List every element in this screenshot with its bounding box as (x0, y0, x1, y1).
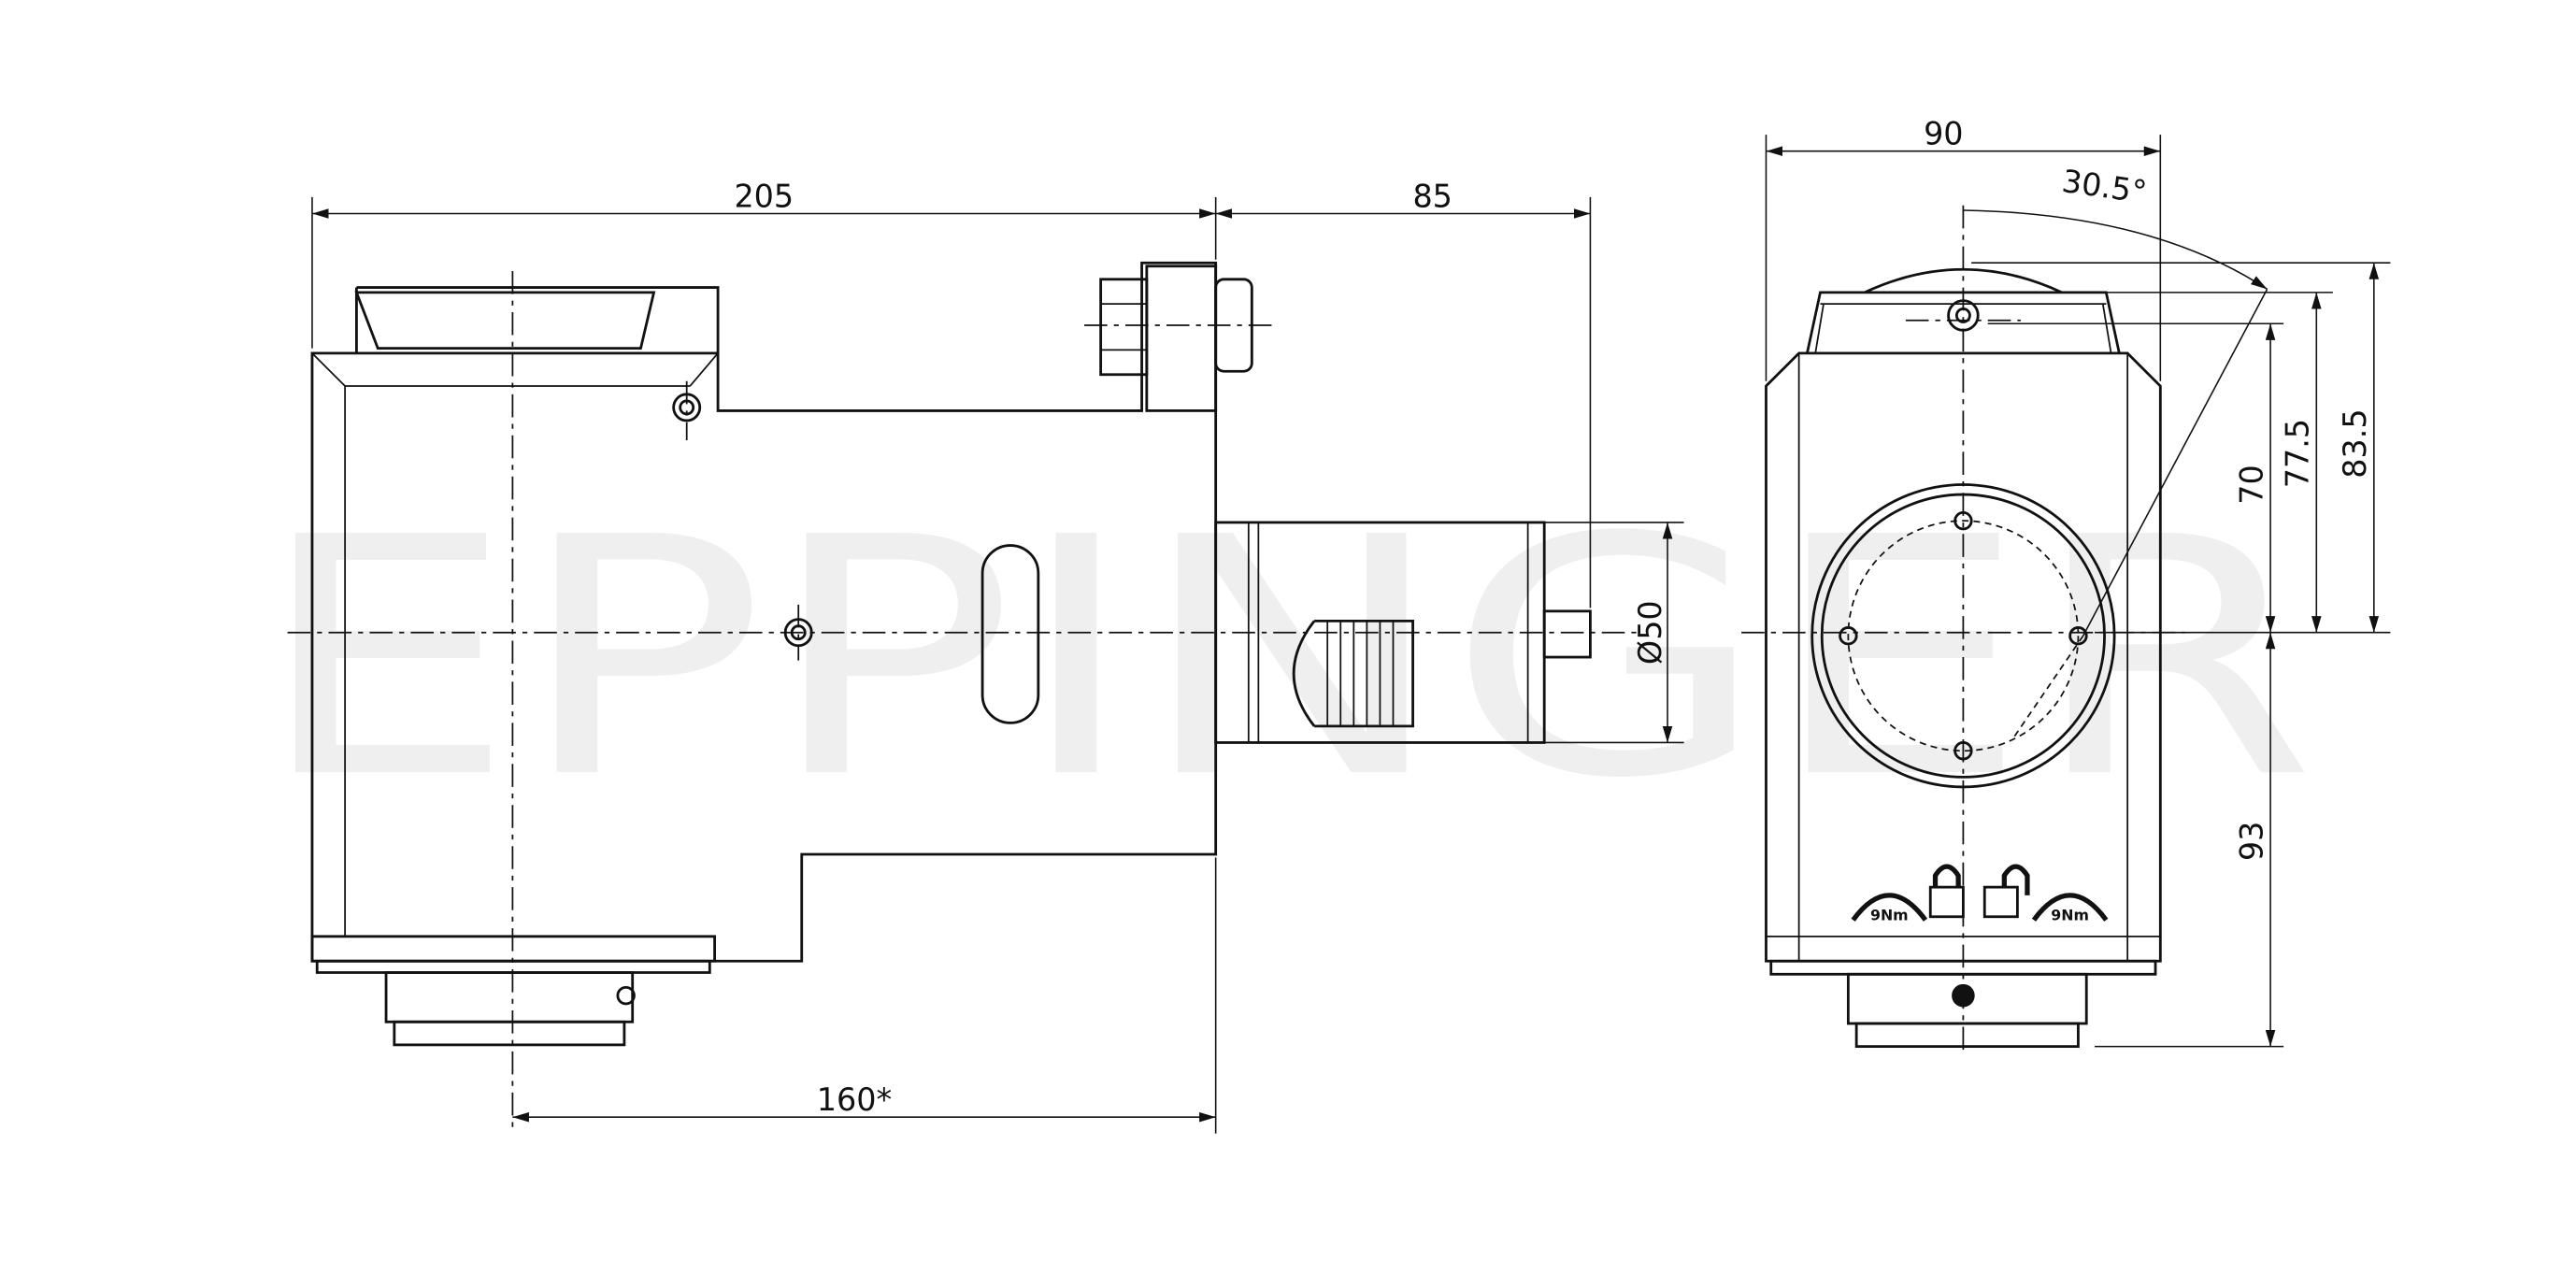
svg-text:9Nm: 9Nm (1870, 906, 1909, 923)
nut-assembly (1084, 265, 1274, 412)
front-view: 9Nm 9Nm 30.5° 90 (1741, 116, 2391, 1052)
dim-205: 205 (734, 178, 794, 214)
dim-70: 70 (2233, 465, 2269, 504)
watermark-logo: EPPINGER (254, 467, 2316, 850)
lock-closed-icon (1928, 864, 1965, 919)
dim-77-5: 77.5 (2280, 419, 2316, 488)
dim-85: 85 (1412, 178, 1452, 214)
slot (980, 544, 1040, 724)
lock-open-icon (1982, 864, 2030, 919)
dim-93: 93 (2233, 822, 2269, 861)
dim-diameter-50: Ø50 (1632, 600, 1668, 665)
torque-symbol-right: 9Nm (2031, 893, 2109, 923)
dim-83-5: 83.5 (2337, 408, 2373, 478)
dim-160: 160* (817, 1081, 892, 1118)
spindle (1214, 521, 1592, 744)
side-view: 205 85 160* Ø50 (287, 178, 1684, 1134)
torque-symbol-left: 9Nm (1851, 893, 1928, 923)
svg-text:9Nm: 9Nm (2051, 906, 2089, 923)
dim-angle: 30.5° (2060, 163, 2150, 210)
dim-90: 90 (1924, 116, 1963, 152)
